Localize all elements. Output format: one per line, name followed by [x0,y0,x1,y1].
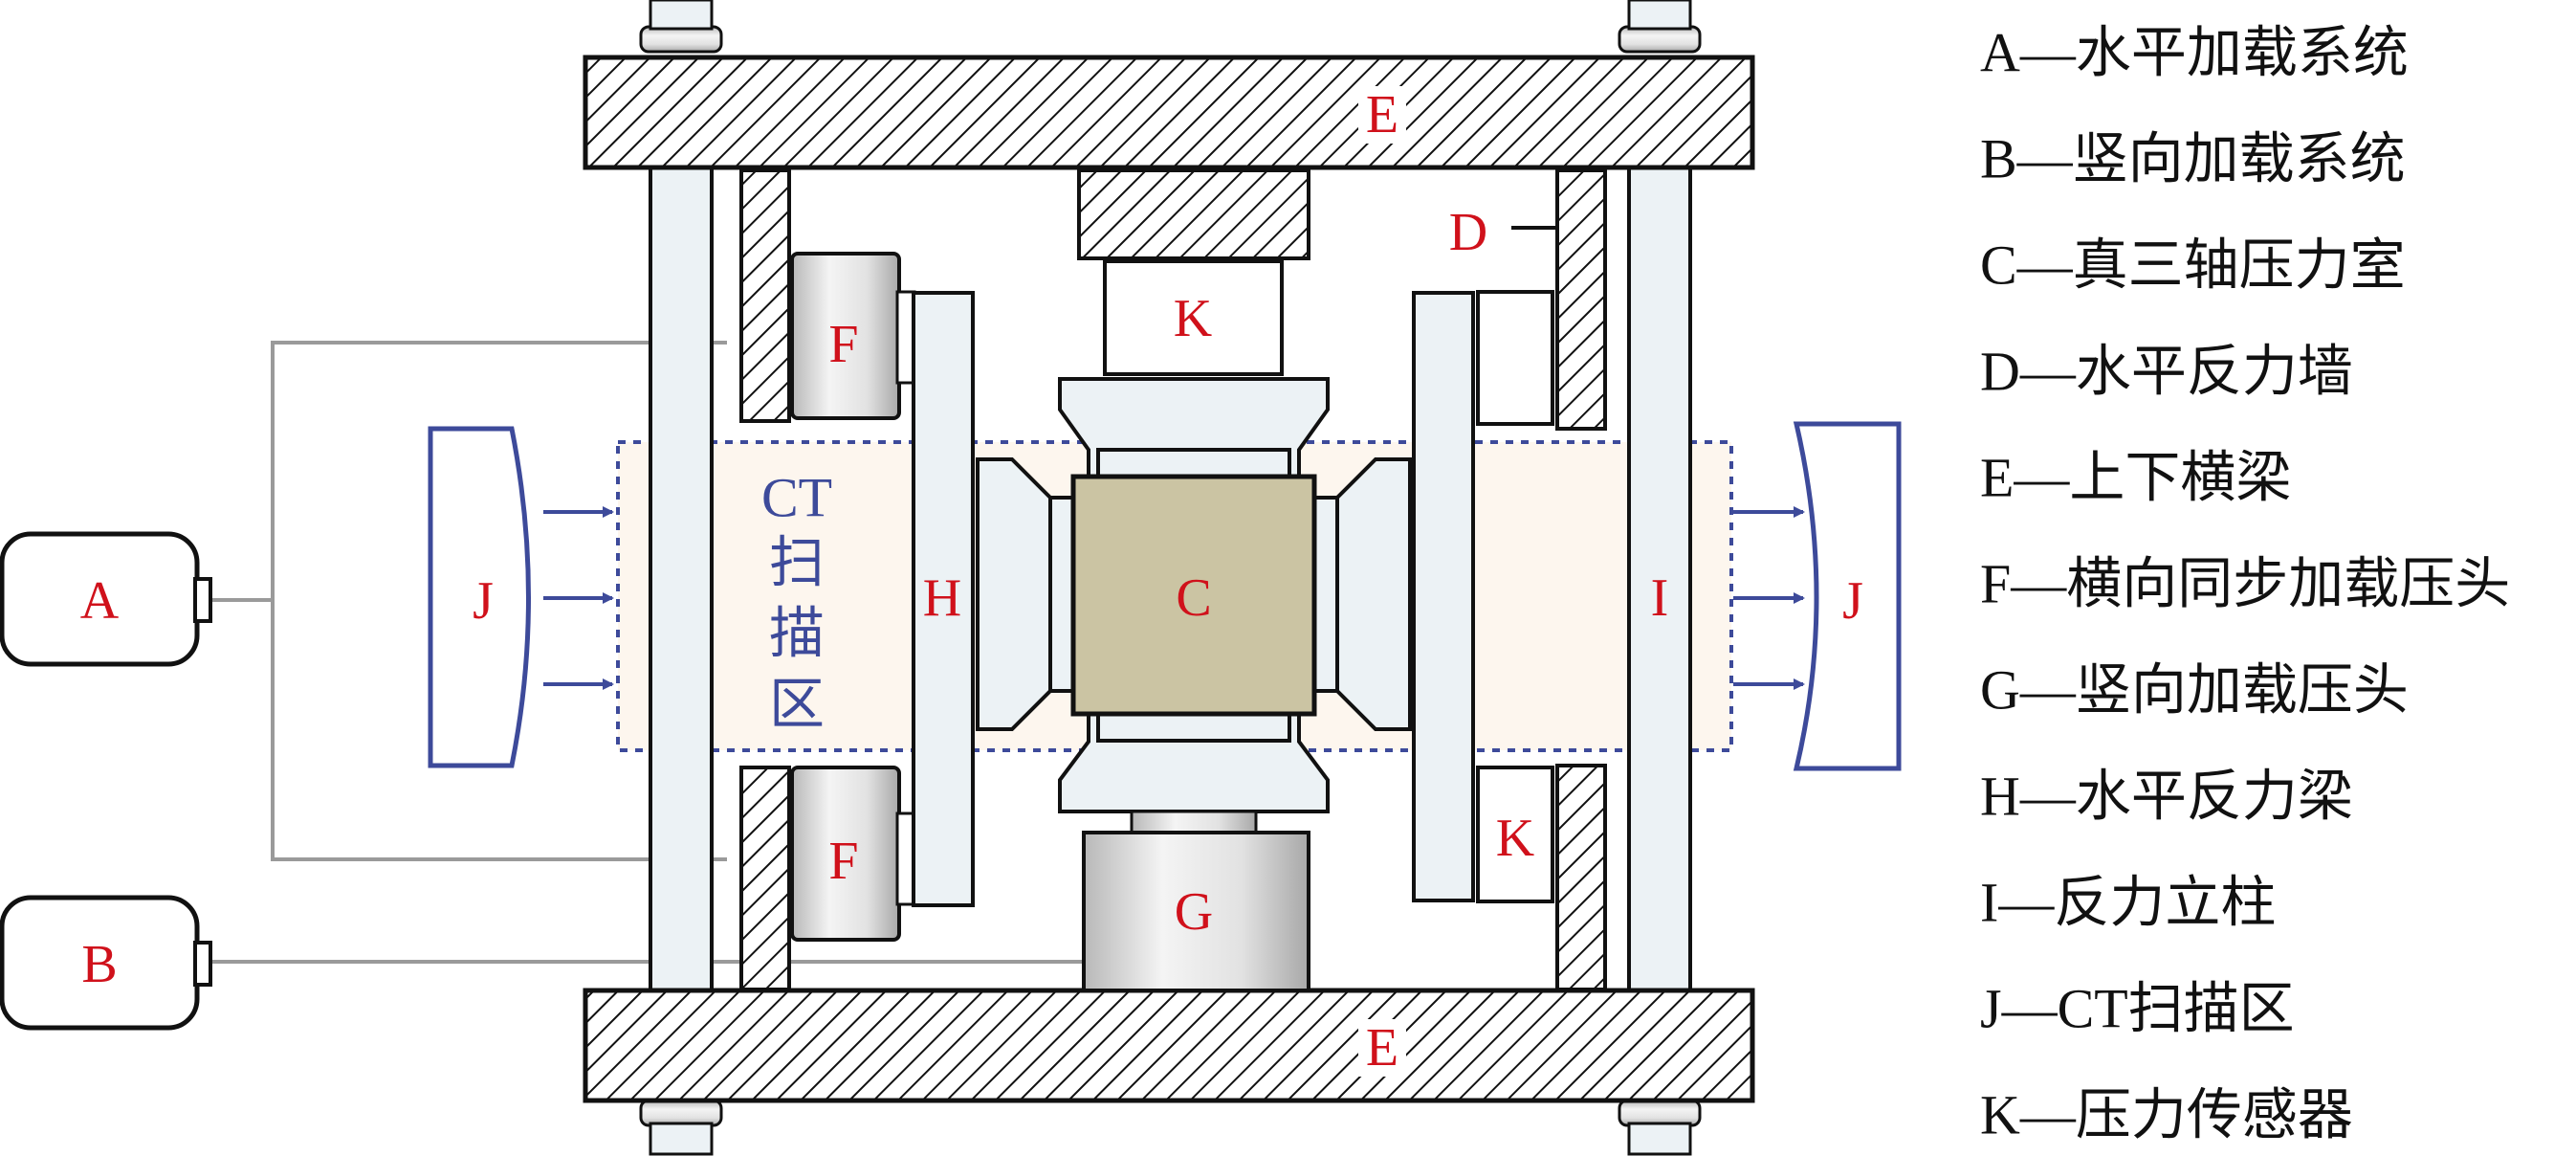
label-press-g: G [1175,882,1213,942]
label-system-b: B [81,935,117,994]
label-press-f-top: F [828,315,858,374]
stud-bottom-right [1627,1122,1692,1156]
ct-source-curved-detector-icon [428,426,531,768]
reaction-columns [639,0,1702,1156]
label-sensor-k-right: K [1496,809,1534,868]
legend-item: D—水平反力墙 [1980,341,2353,403]
triaxial-chamber [1070,474,1317,717]
platen-bottom-inner [1096,712,1291,743]
sensor-k-right [1476,766,1554,903]
nut-top-right [1618,25,1702,54]
legend-item: A—水平加载系统 [1980,22,2409,84]
legend-item: B—竖向加载系统 [1980,128,2406,190]
top-platen [1077,168,1310,260]
ct-zone-label: CT 扫 描 区 [761,467,832,736]
platen-right [1335,457,1412,731]
platen-right-inner [1312,496,1339,693]
wall-left-bottom [739,766,791,991]
label-column-i: I [1651,568,1669,628]
label-reaction-beam-h: H [923,568,961,628]
label-beam-top: E [1366,85,1398,144]
stud-top-right [1627,0,1692,31]
press-g-body [1082,831,1310,992]
reaction-walls [739,168,1607,991]
wire-a-lower [271,600,727,861]
nut-top-left [639,25,723,54]
ct-zone-line-1: CT [761,467,832,529]
right-spacer-top [1476,290,1554,426]
label-beam-bottom: E [1366,1018,1398,1078]
legend-item: C—真三轴压力室 [1980,234,2406,297]
lateral-presses [790,252,916,942]
legend-item: E—上下横梁 [1980,447,2291,509]
legend: A—水平加载系统 B—竖向加载系统 C—真三轴压力室 D—水平反力墙 E—上下横… [1980,22,2510,1146]
reaction-beam-left [912,291,975,907]
wall-right-bottom [1555,764,1607,991]
ct-zone-line-2: 扫 [769,532,825,594]
nut-bottom-right [1618,1099,1702,1127]
wall-left-top [739,168,791,423]
component-labels: A B E E D F F K K H I C G J J [80,85,1863,1078]
label-wall-d: D [1449,203,1487,262]
reaction-beam-right [1412,291,1475,902]
stud-top-left [649,0,714,31]
beam-bottom [583,988,1755,1103]
ct-zone-line-3: 描 [769,603,825,665]
nut-bottom-left [639,1099,723,1127]
legend-item: F—横向同步加载压头 [1980,553,2510,615]
label-press-f-bottom: F [828,832,858,891]
column-right [1627,166,1692,992]
system-b-box [0,895,212,1031]
platen-left [976,457,1052,731]
system-a-box [0,531,212,667]
label-sensor-k-top: K [1174,289,1212,348]
label-system-a: A [80,571,120,631]
legend-item: J—CT扫描区 [1980,978,2295,1040]
legend-item: H—水平反力梁 [1980,766,2353,828]
legend-item: G—竖向加载压头 [1980,659,2409,722]
wire-a [209,341,727,602]
wall-right-top [1555,168,1607,431]
column-left [649,166,714,992]
beam-top [583,55,1755,170]
ct-detector-curved-detector-icon [1793,421,1902,771]
ct-zone-line-4: 区 [769,674,825,736]
arrows [543,506,1805,690]
label-ct-detector-j: J [1842,571,1863,631]
platen-top-inner [1096,448,1291,478]
legend-item: I—反力立柱 [1980,872,2276,934]
sensor-k-top [1103,259,1284,376]
label-ct-source-j: J [473,571,494,631]
wires [209,341,1086,964]
stud-bottom-left [649,1122,714,1156]
legend-item: K—压力传感器 [1980,1084,2353,1146]
label-chamber-c: C [1176,568,1211,628]
platen-left-inner [1048,496,1075,693]
